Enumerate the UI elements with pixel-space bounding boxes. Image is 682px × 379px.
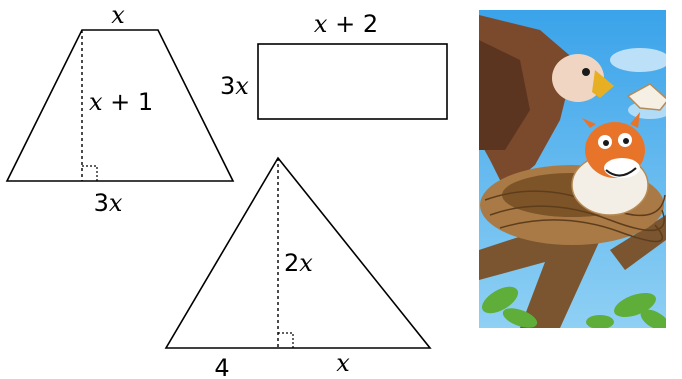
rectangle-outline: [257, 43, 448, 120]
trapezoid-base-label: 3x: [94, 189, 123, 217]
tree-branch: [479, 230, 600, 328]
trapezoid-top-label: x: [111, 1, 125, 29]
rectangle-height-coef: 3: [220, 72, 235, 100]
rectangle-figure: x + 2 3x: [220, 10, 448, 120]
trapezoid-height-rest: + 1: [103, 88, 154, 116]
triangle-outline: [164, 156, 432, 349]
eagle-and-hatchling-illustration: [479, 10, 666, 328]
rectangle-width-var: x: [314, 10, 328, 38]
triangle-right-angle-mark: [278, 332, 294, 348]
triangle-base-right-label: x: [336, 349, 350, 377]
trapezoid-right-angle-mark: [82, 165, 98, 181]
rectangle-height-var: x: [235, 72, 249, 100]
triangle-height-label: 2x: [284, 249, 313, 277]
trapezoid-base-var: x: [109, 189, 123, 217]
egg-shell-top: [626, 83, 666, 111]
triangle-figure: 2x 4 x: [164, 156, 432, 379]
rectangle-width-rest: + 2: [327, 10, 378, 38]
trapezoid-height-var: x: [89, 88, 103, 116]
triangle-height-var: x: [299, 249, 313, 277]
eagle-head: [552, 54, 604, 102]
leaves: [481, 286, 666, 328]
trapezoid-height-label: x + 1: [89, 88, 153, 116]
trapezoid-base-coef: 3: [94, 189, 109, 217]
rectangle-height-label: 3x: [220, 72, 249, 100]
trapezoid-outline: [5, 29, 235, 182]
rectangle-width-label: x + 2: [314, 10, 378, 38]
trapezoid-figure: x x + 1 3x: [5, 1, 235, 217]
eagle-beak: [592, 70, 614, 98]
triangle-height-coef: 2: [284, 249, 299, 277]
triangle-base-left-label: 4: [214, 354, 229, 379]
